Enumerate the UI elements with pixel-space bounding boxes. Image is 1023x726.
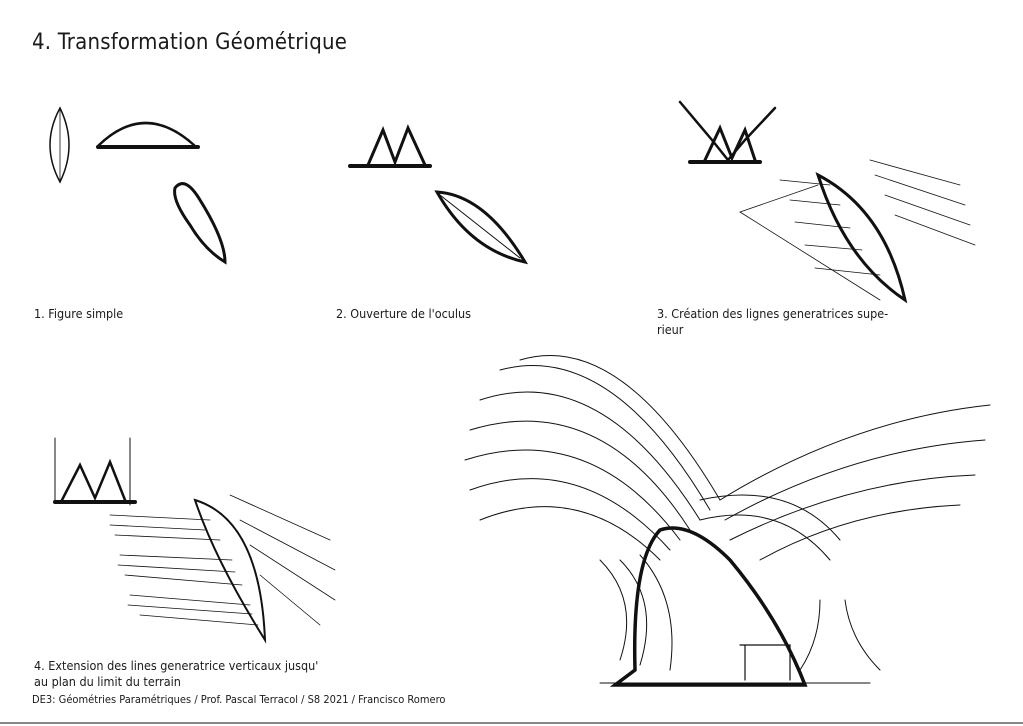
sketch-ouverture-oculus: [348, 124, 529, 265]
divider: [0, 722, 1023, 724]
caption-4-cont: au plan du limit du terrain: [34, 674, 181, 689]
caption-3: 3. Création des lignes generatrices supe…: [657, 306, 889, 321]
red-outline: [609, 526, 808, 687]
caption-2: 2. Ouverture de l'oculus: [336, 306, 471, 321]
sketch-extension-lignes: [53, 437, 336, 644]
caption-4: 4. Extension des lines generatrice verti…: [34, 658, 319, 673]
sketch-lignes-generatrices: [678, 100, 976, 304]
footer-credits: DE3: Géométries Paramétriques / Prof. Pa…: [32, 693, 446, 706]
caption-1: 1. Figure simple: [34, 306, 124, 321]
sketch-figure-simple: [49, 106, 227, 265]
page-title: 4. Transformation Géométrique: [32, 30, 348, 55]
sketch-final-form: [464, 355, 991, 687]
caption-3-cont: rieur: [657, 322, 684, 337]
